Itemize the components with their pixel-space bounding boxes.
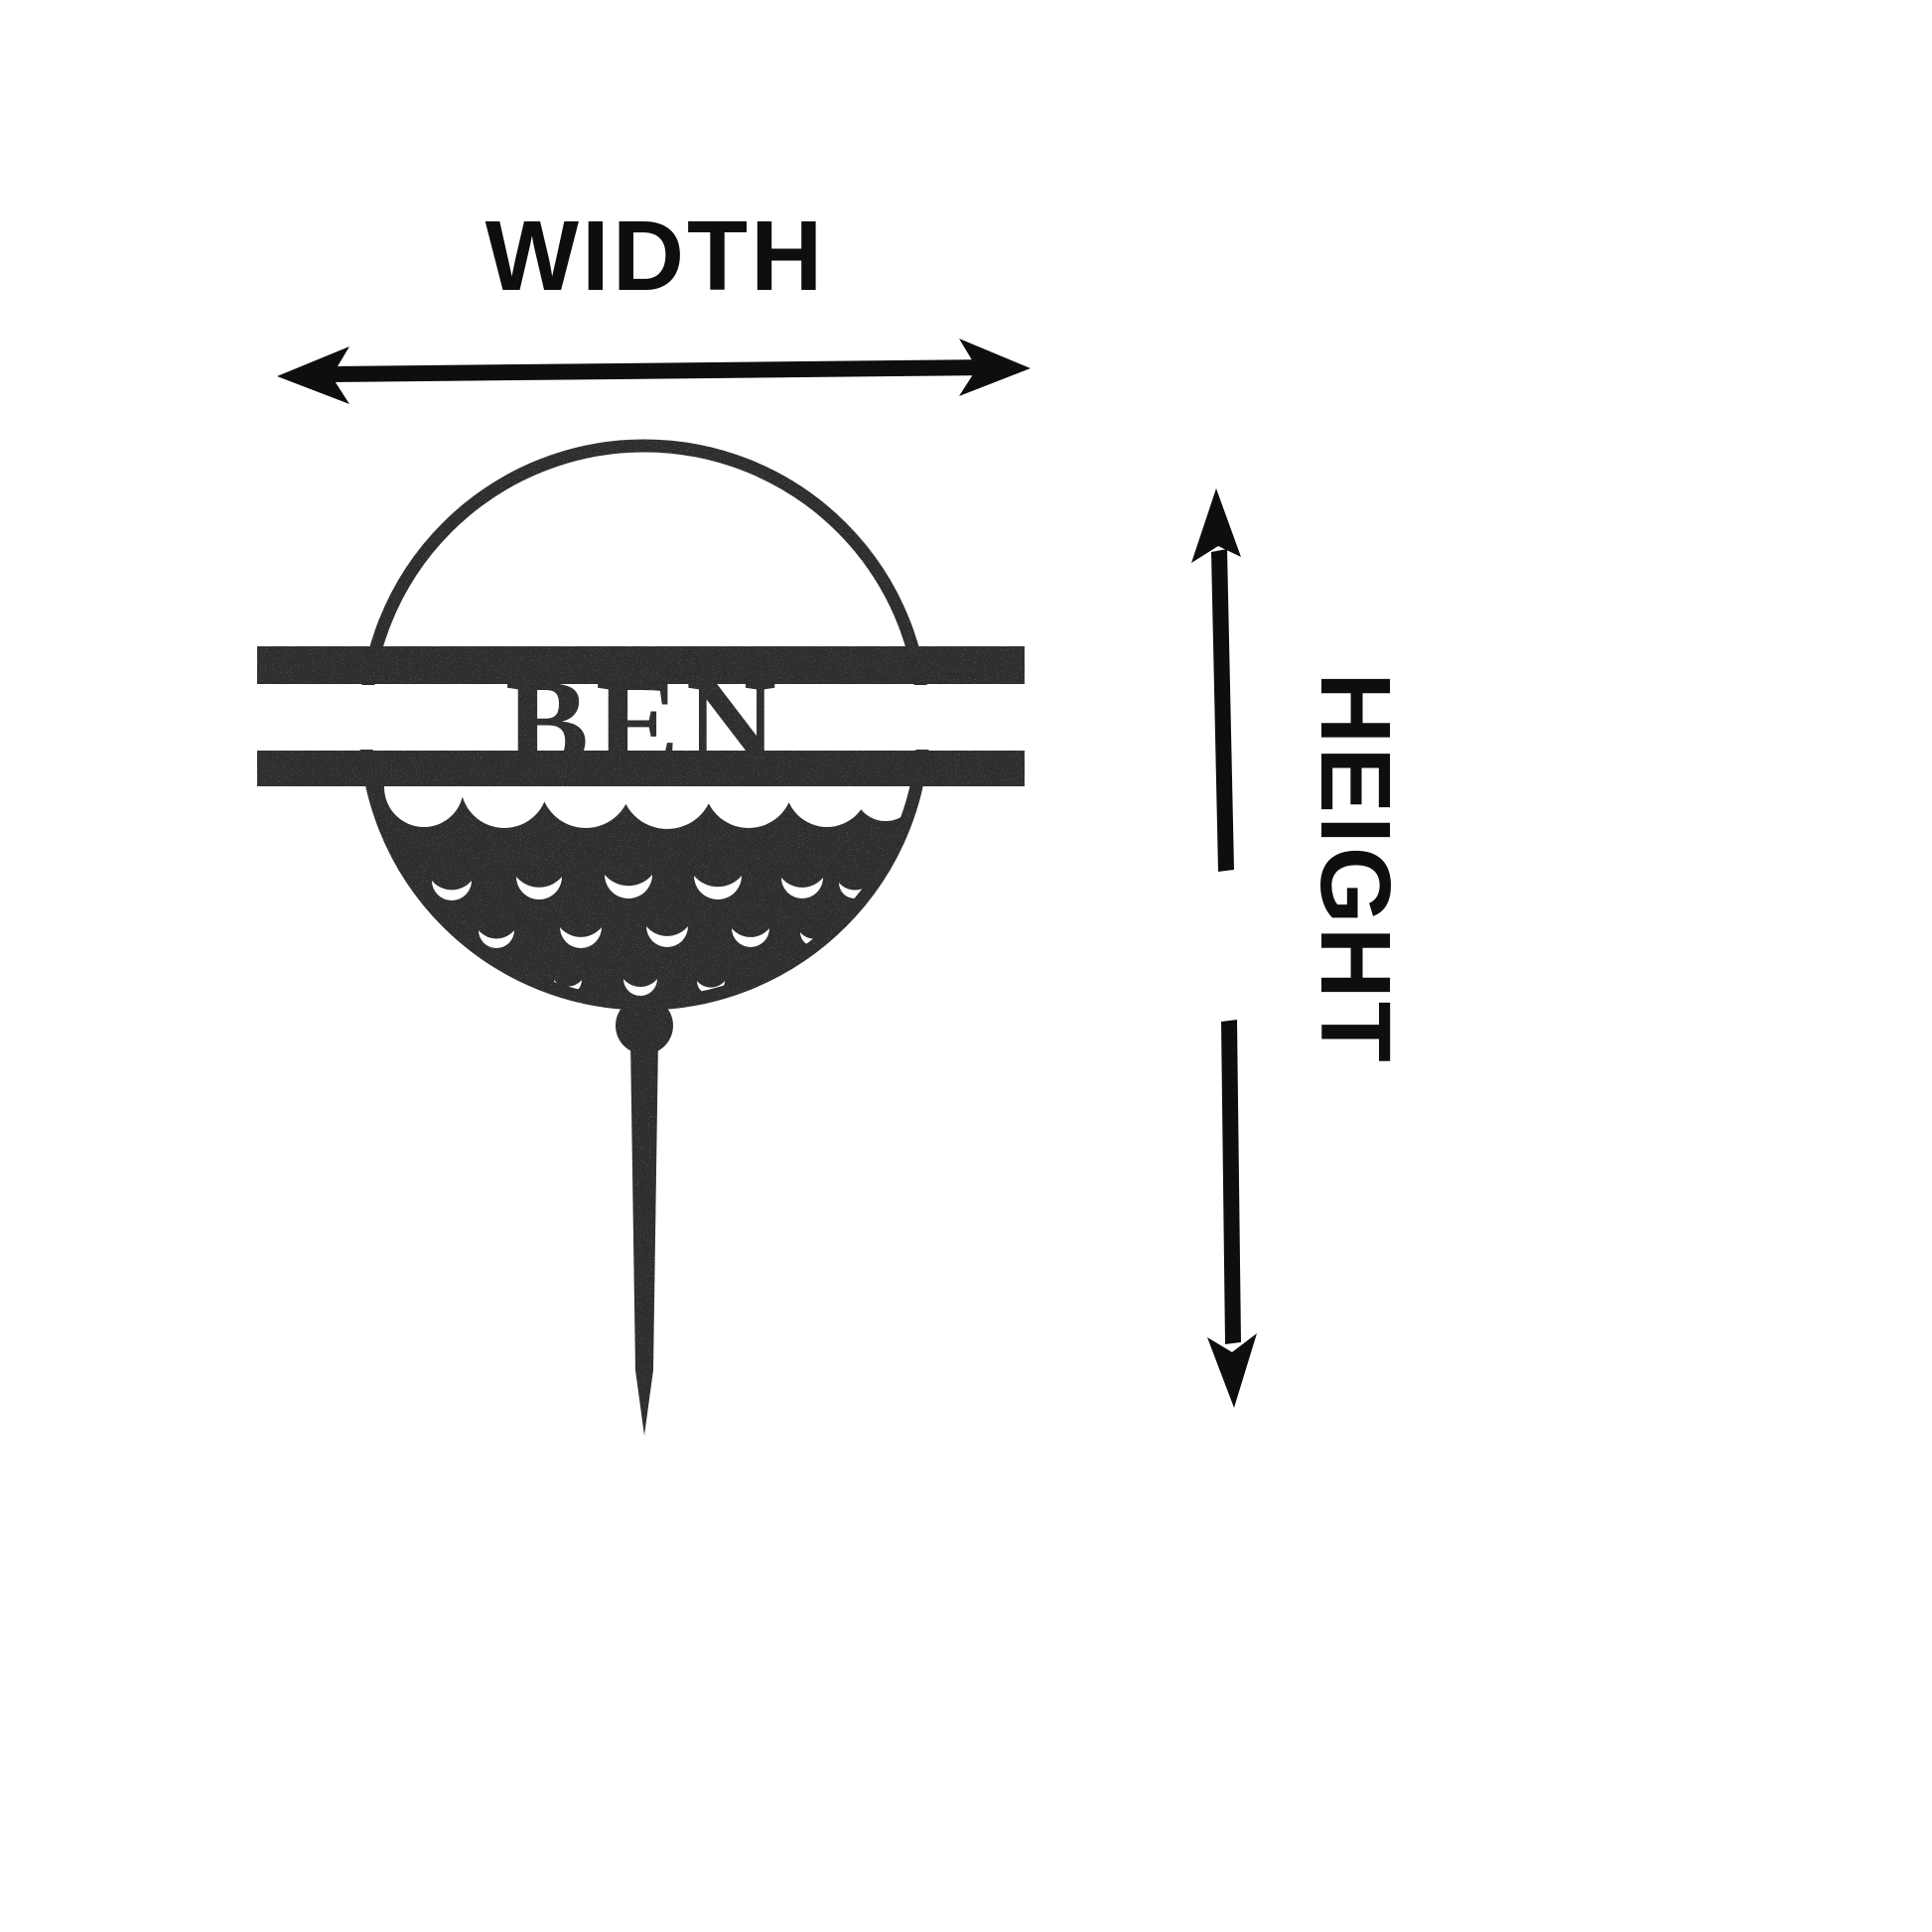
width-label: WIDTH	[485, 201, 826, 312]
name-band-top-bar	[257, 646, 1025, 684]
name-band-bottom-bar	[257, 751, 1025, 786]
band-gap	[343, 685, 948, 750]
golf-tee	[616, 997, 673, 1436]
ball-lower-fill	[372, 786, 916, 1004]
height-arrow-up-icon	[1191, 488, 1241, 872]
height-arrow-down-icon	[1207, 1020, 1257, 1408]
width-arrow-icon	[277, 339, 1031, 404]
monogram-name-text: BEN	[505, 655, 783, 793]
golf-ball-monogram: BEN	[257, 439, 1025, 1436]
dimension-annotations: WIDTH HEIGHT	[277, 201, 1411, 1408]
height-label: HEIGHT	[1300, 672, 1411, 1065]
name-band-and-tee: BEN	[257, 646, 1025, 1436]
